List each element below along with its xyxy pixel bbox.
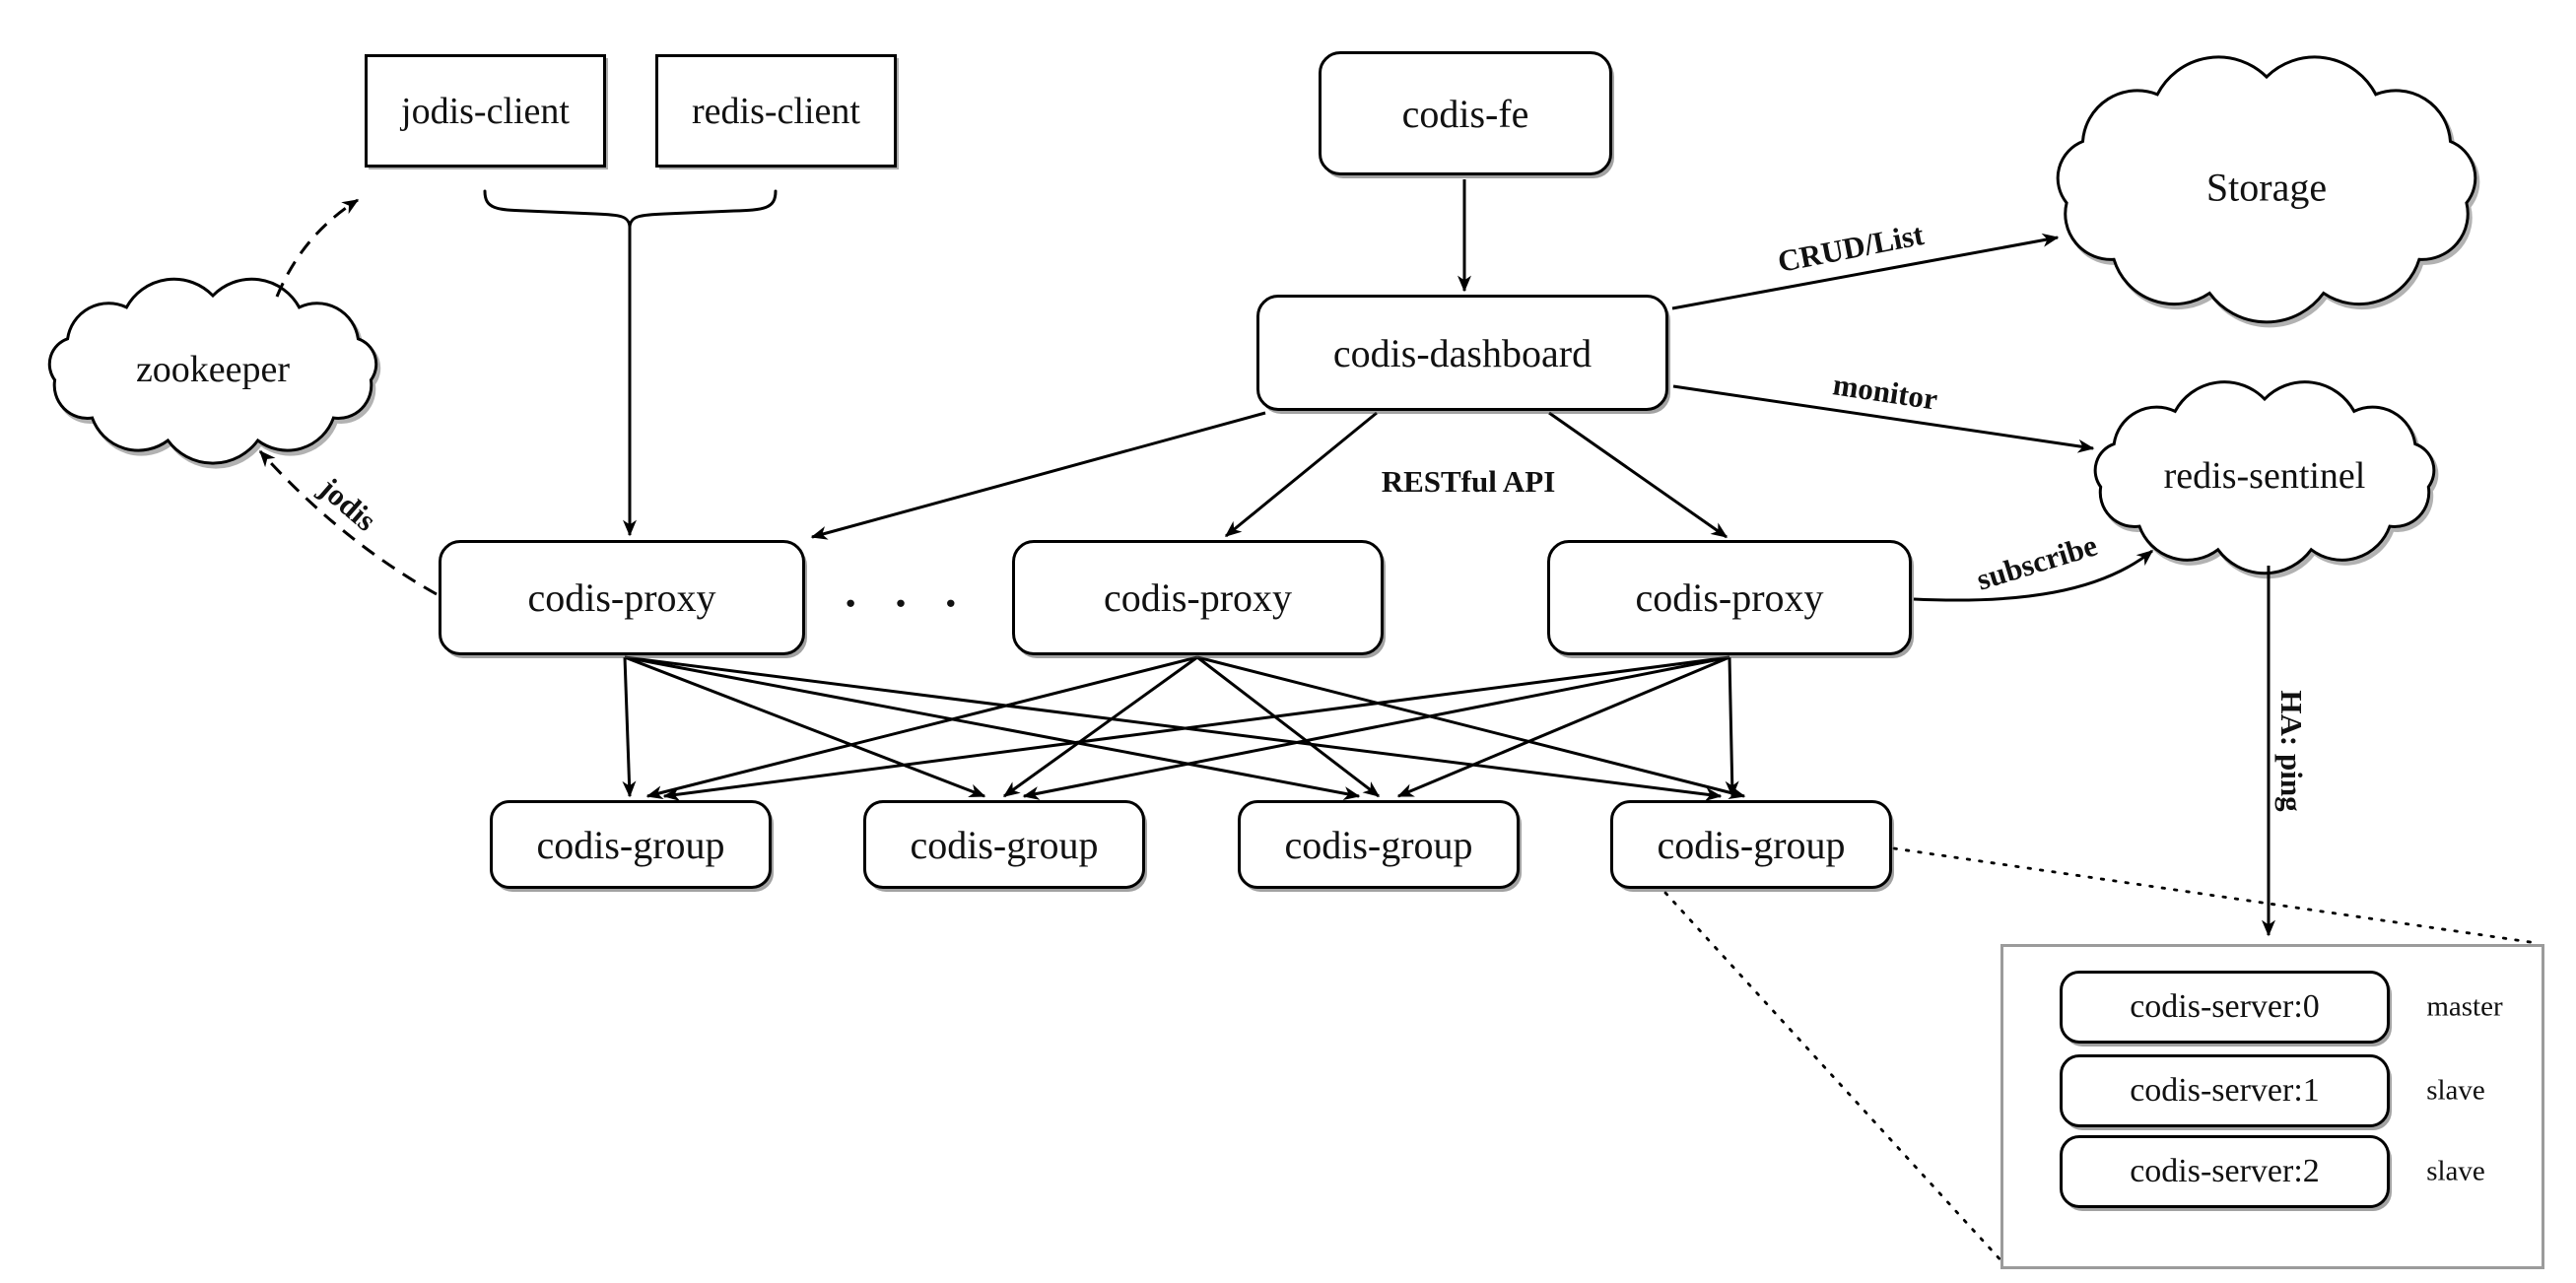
codis-proxy-2-label: codis-proxy [1103, 575, 1293, 620]
edge-dashboard-to-proxy-1 [810, 411, 1266, 540]
proxy-ellipsis: · · · [843, 577, 971, 629]
node-codis-group-4: codis-group [1610, 800, 1892, 889]
codis-fe-label: codis-fe [1401, 91, 1529, 136]
node-codis-dashboard: codis-dashboard [1256, 295, 1668, 411]
zookeeper-cloud [47, 277, 378, 465]
restful-api-label: RESTful API [1381, 464, 1556, 499]
redis-sentinel-label: redis-sentinel [2163, 455, 2366, 497]
codis-server-1-label: codis-server:1 [2130, 1072, 2320, 1109]
storage-cloud [2056, 55, 2477, 324]
edge-proxy-2-to-group-3 [1196, 655, 1381, 798]
server-1-role: slave [2426, 1074, 2485, 1107]
node-codis-server-2: codis-server:2 [2060, 1135, 2390, 1208]
guide-group-4-to-servers-bottom [1663, 891, 2006, 1266]
edge-proxy-3-to-group-4 [1725, 656, 1739, 798]
redis-sentinel-cloud [2093, 380, 2436, 575]
ha-ping-edge-label: HA: ping [2274, 690, 2309, 812]
codis-group-4-label: codis-group [1657, 822, 1846, 867]
node-codis-proxy-3: codis-proxy [1547, 540, 1912, 655]
edge-proxy-3-to-group-1 [662, 655, 1730, 801]
edge-proxy-3-to-group-3 [1396, 655, 1730, 798]
node-codis-proxy-2: codis-proxy [1012, 540, 1384, 655]
zookeeper-label: zookeeper [135, 349, 291, 390]
guide-group-4-to-servers-top [1892, 846, 2539, 945]
codis-group-3-label: codis-group [1284, 822, 1473, 867]
node-jodis-client: jodis-client [365, 54, 606, 168]
jodis-client-label: jodis-client [401, 90, 570, 132]
edge-dashboard-to-proxy-3 [1548, 411, 1729, 539]
codis-proxy-3-label: codis-proxy [1635, 575, 1824, 620]
node-codis-server-1: codis-server:1 [2060, 1054, 2390, 1127]
edge-proxy-3-to-sentinel-subscribe [1913, 549, 2154, 602]
edge-proxy-1-to-group-1 [622, 656, 637, 798]
codis-server-0-label: codis-server:0 [2130, 988, 2320, 1025]
redis-client-label: redis-client [692, 90, 860, 132]
codis-dashboard-label: codis-dashboard [1332, 330, 1593, 375]
edge-proxy-2-to-group-1 [645, 655, 1198, 800]
edge-proxy-1-to-group-3 [624, 655, 1361, 801]
server-0-role: master [2426, 990, 2503, 1023]
edge-zookeeper-to-jodis-client [275, 198, 360, 298]
storage-label: Storage [2205, 165, 2328, 210]
edge-proxy-1-to-zookeeper-jodis [258, 449, 438, 596]
edge-proxy-2-to-group-2 [1002, 655, 1198, 798]
node-codis-server-0: codis-server:0 [2060, 971, 2390, 1044]
codis-proxy-1-label: codis-proxy [527, 575, 716, 620]
node-redis-client: redis-client [655, 54, 897, 168]
server-2-role: slave [2426, 1155, 2485, 1187]
edge-proxy-1-to-group-2 [624, 655, 986, 798]
node-codis-group-1: codis-group [490, 800, 772, 889]
node-codis-group-3: codis-group [1238, 800, 1520, 889]
node-codis-fe: codis-fe [1319, 51, 1612, 175]
edge-proxy-2-to-group-4 [1196, 655, 1746, 799]
node-codis-proxy-1: codis-proxy [439, 540, 805, 655]
clients-brace [483, 189, 778, 229]
codis-group-2-label: codis-group [910, 822, 1099, 867]
node-codis-group-2: codis-group [863, 800, 1145, 889]
edge-dashboard-to-proxy-2 [1224, 411, 1378, 538]
edge-dashboard-to-storage-crud [1671, 233, 2060, 310]
edge-proxy-3-to-group-2 [1022, 655, 1730, 800]
codis-group-1-label: codis-group [536, 822, 725, 867]
edge-dashboard-to-sentinel-monitor [1672, 384, 2095, 453]
codis-server-2-label: codis-server:2 [2130, 1153, 2320, 1189]
edge-proxy-1-to-group-4 [624, 655, 1723, 802]
